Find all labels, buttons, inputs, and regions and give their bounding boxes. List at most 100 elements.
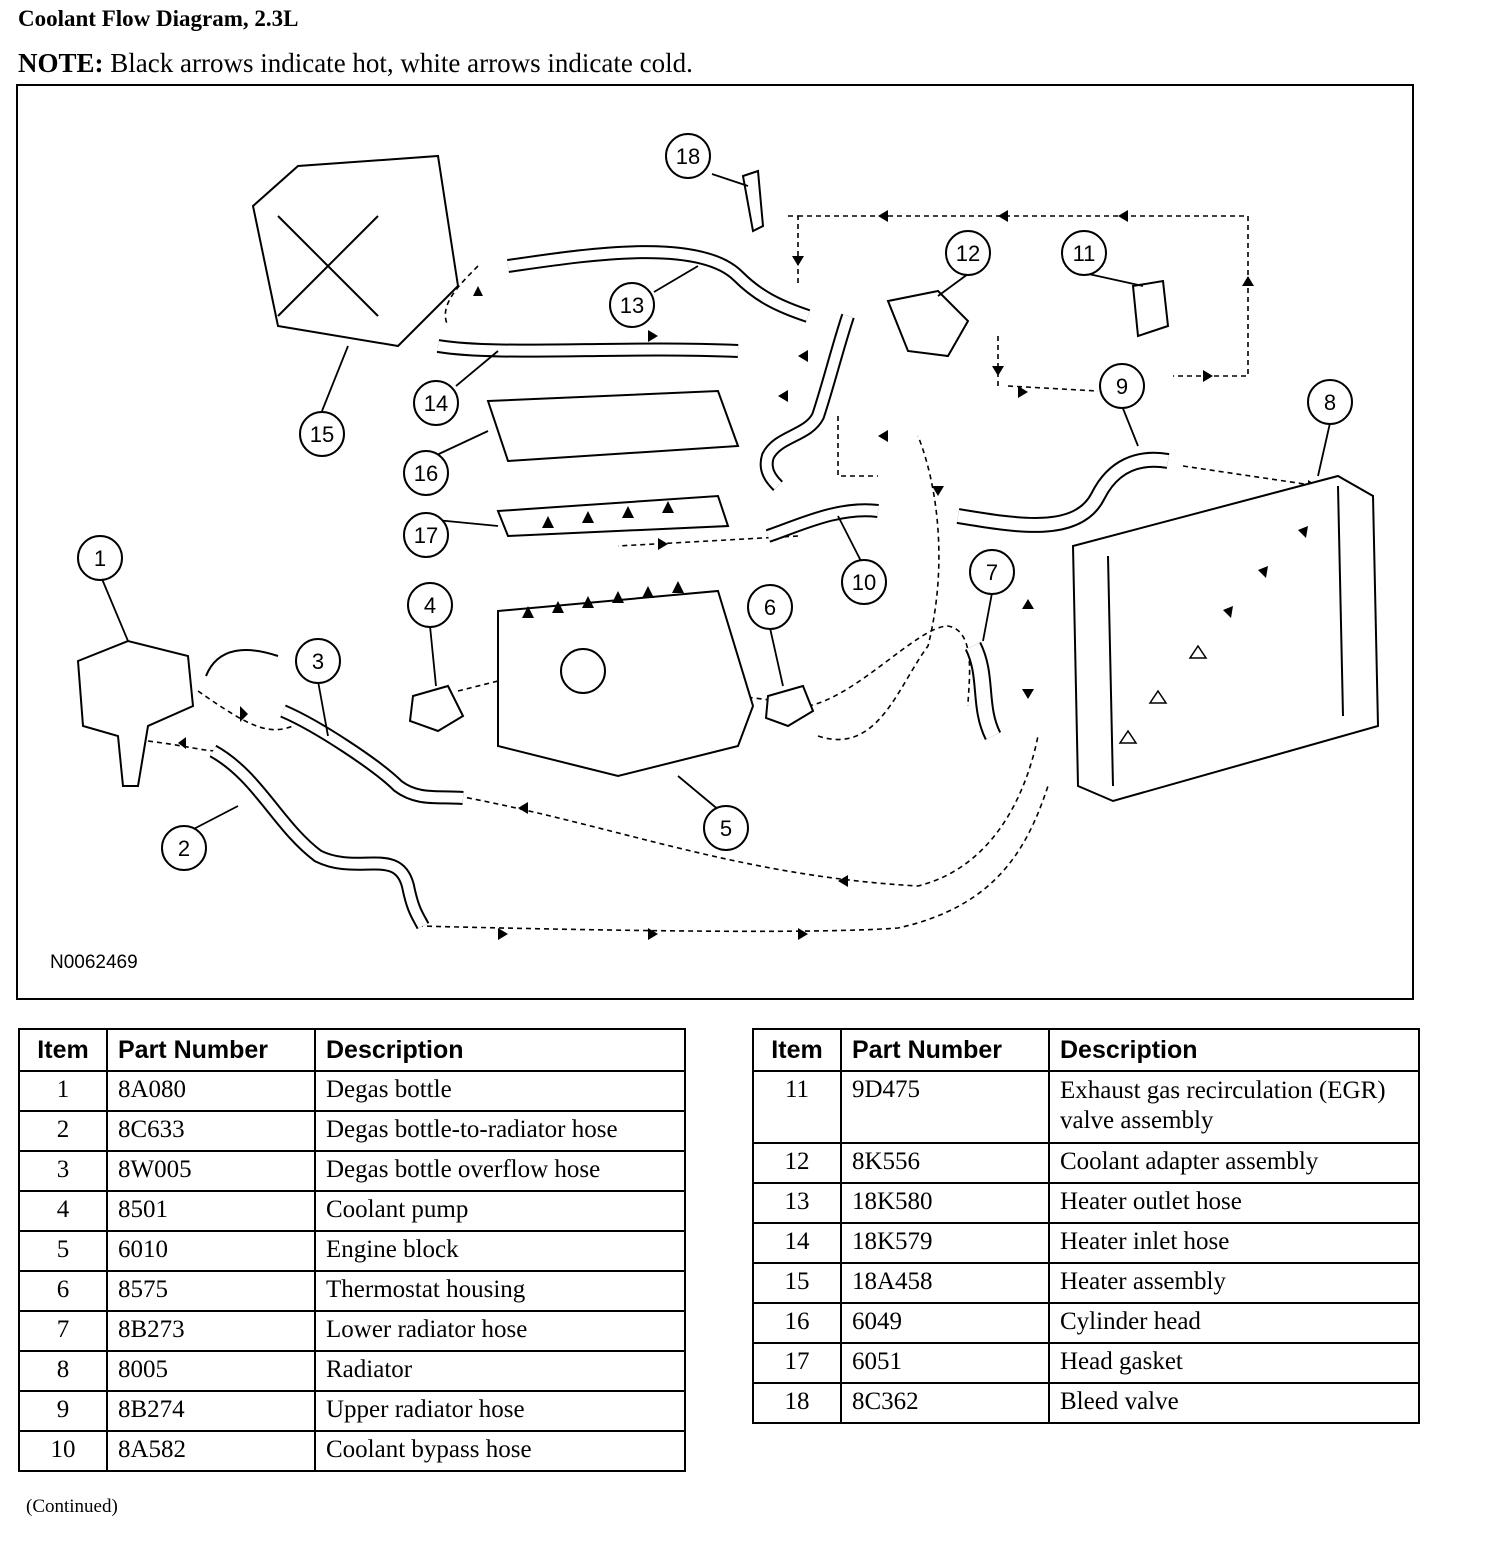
flow-line-thermostat-to-lower-hose	[807, 625, 971, 707]
cell-description: Head gasket	[1048, 1342, 1420, 1384]
callout-circle-14	[413, 380, 459, 426]
callout-circle-7	[969, 549, 1015, 595]
callout-label: 3	[312, 649, 324, 674]
flow-line-adapter-right	[1007, 385, 1099, 392]
coolant-pump-shape	[408, 684, 465, 733]
callout-label: 12	[956, 241, 980, 266]
callout-label: 17	[414, 523, 438, 548]
callout-label: 10	[852, 570, 876, 595]
cell-part-number: 8A080	[106, 1070, 316, 1112]
cell-description: Heater outlet hose	[1048, 1182, 1420, 1224]
page-title: Coolant Flow Diagram, 2.3L	[18, 6, 299, 31]
cell-item: 5	[18, 1230, 108, 1272]
cell-part-number: 18A458	[840, 1262, 1050, 1304]
note-text: Black arrows indicate hot, white arrows …	[103, 48, 693, 78]
cell-description: Exhaust gas recirculation (EGR) valve as…	[1048, 1070, 1420, 1144]
cell-part-number: 8C633	[106, 1110, 316, 1152]
cell-item: 18	[752, 1382, 842, 1424]
coolant-adapter-shape	[886, 289, 970, 358]
cell-item: 17	[752, 1342, 842, 1384]
engine-block-shape	[497, 589, 755, 778]
cell-description: Coolant bypass hose	[314, 1430, 686, 1472]
flow-line-bleed	[788, 215, 799, 286]
hose-item-2-fill	[210, 746, 428, 929]
callout-label: 6	[764, 595, 776, 620]
cell-part-number: 8A582	[106, 1430, 316, 1472]
cell-description: Thermostat housing	[314, 1270, 686, 1312]
cell-part-number: 8W005	[106, 1150, 316, 1192]
cell-part-number: 8C362	[840, 1382, 1050, 1424]
cell-item: 7	[18, 1310, 108, 1352]
cell-part-number: 8B274	[106, 1390, 316, 1432]
column-header-part-number: Part Number	[840, 1028, 1050, 1072]
cell-description: Coolant adapter assembly	[1048, 1142, 1420, 1184]
callout-circle-4	[407, 582, 453, 628]
callout-label: 8	[1324, 390, 1336, 415]
cell-description: Bleed valve	[1048, 1382, 1420, 1424]
continued-note: (Continued)	[26, 1496, 118, 1517]
cell-part-number: 8B273	[106, 1310, 316, 1352]
callout-label: 5	[720, 816, 732, 841]
callout-circle-12	[945, 230, 991, 276]
hose-item-9-fill	[957, 453, 1169, 531]
flow-line-upper-to-radiator	[1182, 465, 1319, 487]
cell-part-number: 8575	[106, 1270, 316, 1312]
flow-line-bypass-down	[837, 416, 878, 477]
callout-label: 13	[620, 293, 644, 318]
hose-item-14-fill	[437, 341, 739, 356]
callout-circle-3	[295, 638, 341, 684]
cell-item: 3	[18, 1150, 108, 1192]
cell-description: Coolant pump	[314, 1190, 686, 1232]
callout-circle-16	[403, 450, 449, 496]
hose-item-10-fill	[766, 505, 879, 541]
degas-bottle-shape	[76, 639, 195, 787]
callout-circle-5	[703, 805, 749, 851]
heater-assembly-shape	[251, 154, 460, 348]
cell-part-number: 8005	[106, 1350, 316, 1392]
hose-connector	[205, 649, 279, 677]
hot-arrows-block	[522, 501, 684, 618]
callout-circle-2	[161, 825, 207, 871]
cell-item: 16	[752, 1302, 842, 1344]
callout-circles	[77, 133, 1353, 871]
engine-block-port	[560, 648, 606, 694]
cell-item: 1	[18, 1070, 108, 1112]
note-label: NOTE:	[18, 48, 104, 78]
flow-line-egr-loop	[798, 215, 1249, 377]
callout-label: 2	[178, 836, 190, 861]
callout-circle-6	[747, 584, 793, 630]
flow-line-degas-overflow	[197, 690, 294, 731]
callout-circle-8	[1307, 379, 1353, 425]
component-outlines	[76, 154, 1380, 803]
callout-label: 9	[1116, 374, 1128, 399]
callout-label: 7	[986, 560, 998, 585]
cell-item: 12	[752, 1142, 842, 1184]
cell-part-number: 6051	[840, 1342, 1050, 1384]
callout-circle-11	[1061, 230, 1107, 276]
callout-label: 1	[94, 546, 106, 571]
callout-circle-17	[403, 512, 449, 558]
note: NOTE: Black arrows indicate hot, white a…	[18, 48, 693, 79]
callout-circle-15	[299, 411, 345, 457]
cell-part-number: 18K580	[840, 1182, 1050, 1224]
cell-part-number: 8501	[106, 1190, 316, 1232]
hose-item-7-fill	[966, 642, 1000, 740]
cell-part-number: 9D475	[840, 1070, 1050, 1144]
cell-item: 2	[18, 1110, 108, 1152]
cell-description: Degas bottle	[314, 1070, 686, 1112]
column-header-part-number: Part Number	[106, 1028, 316, 1072]
cell-description: Degas bottle overflow hose	[314, 1150, 686, 1192]
cell-part-number: 18K579	[840, 1222, 1050, 1264]
hose-bleed-fill	[761, 314, 853, 490]
